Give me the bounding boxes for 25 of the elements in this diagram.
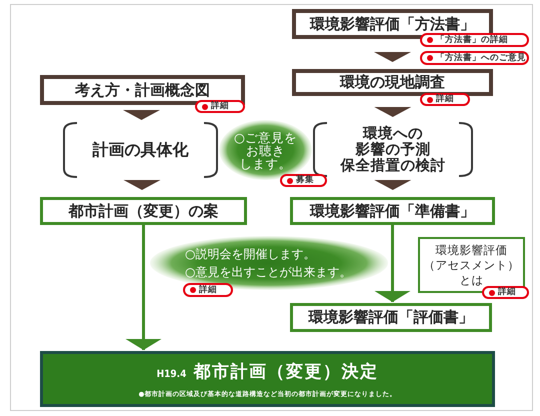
chevron-arrow [374,52,411,62]
detail-button: 詳細 [183,283,233,297]
step-text: 環境への影響の予測保全措置の検討 [340,126,446,174]
detail-button: 「方法書」へのご意見 [420,51,529,65]
chevron-arrow [374,107,412,117]
detail-button: 「方法書」の詳細 [420,33,529,47]
callout-text: ○ご意見をお聴きします。 [234,130,297,170]
process-box: 都市計画（変更）の案 [40,197,247,225]
chevron-arrow [374,180,412,190]
detail-button: 詳細 [195,100,245,113]
chevron-arrow [123,110,160,120]
date-label: H19.4 [156,368,186,380]
callout-text: ○説明会を開催します。 [185,246,316,263]
step-text: 計画の具体化 [92,142,188,158]
chevron-arrow [124,180,160,190]
arrow [374,225,410,302]
detail-button: 詳細 [420,93,470,106]
detail-button: 詳細 [482,286,529,299]
process-box: 環境影響評価「準備書」 [290,197,495,225]
arrow [126,225,162,350]
decision-title: 都市計画（変更）決定 [193,360,378,384]
detail-button: 募集 [280,174,327,187]
process-box: 環境影響評価「評価書」 [290,303,492,332]
decision-banner [40,351,495,407]
callout-text: ○意見を出すことが出来ます。 [185,264,352,281]
